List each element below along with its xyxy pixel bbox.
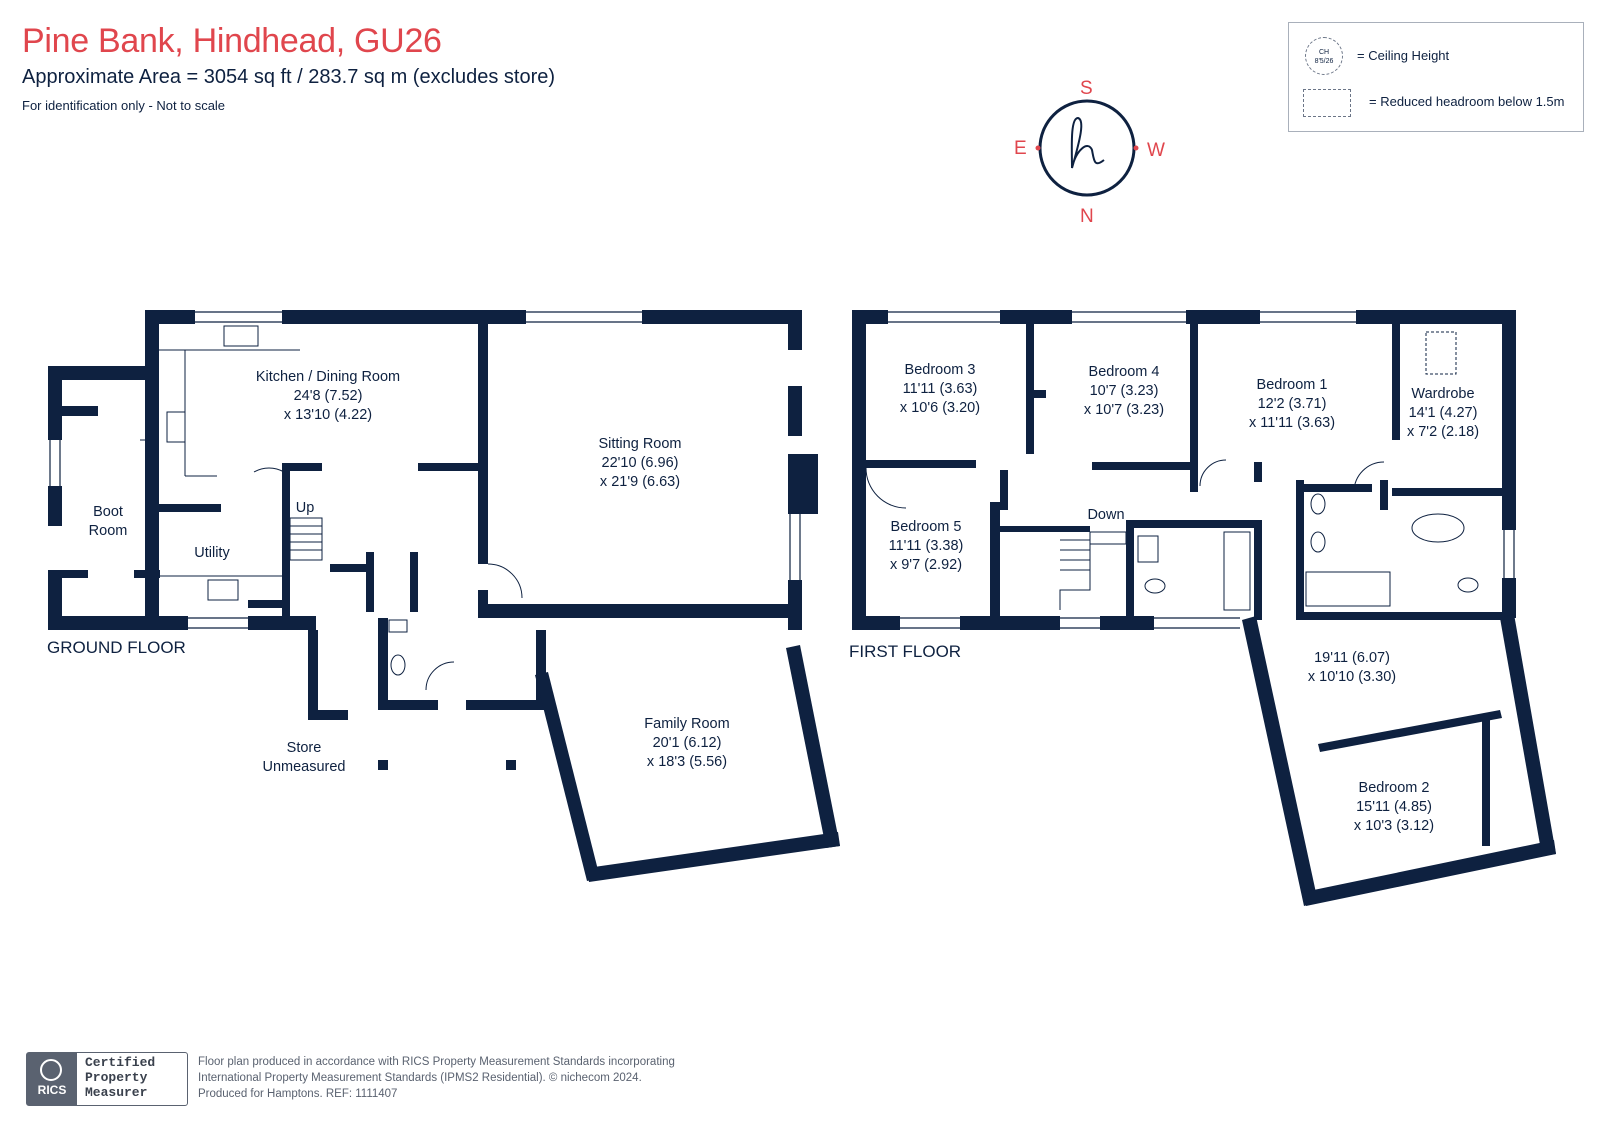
rics-mark-icon: [40, 1059, 62, 1081]
first-floor-windows: [888, 311, 1515, 629]
bedroom2-name: Bedroom 2: [1359, 780, 1430, 796]
compass-logo-h: [1070, 116, 1105, 169]
store-note: Unmeasured: [262, 759, 345, 775]
kitchen-dim-1: 24'8 (7.52): [294, 388, 363, 404]
first-floor-labels: FIRST FLOOR Bedroom 3 11'11 (3.63) x 10'…: [849, 362, 1479, 834]
wardrobe-dim-2: x 7'2 (2.18): [1407, 424, 1479, 440]
approximate-area: Approximate Area = 3054 sq ft / 283.7 sq…: [22, 66, 556, 88]
bedroom5-dim-1: 11'11 (3.38): [889, 538, 964, 554]
rics-certified-badge: RICS Certified Property Measurer: [26, 1052, 188, 1106]
family-room-name: Family Room: [644, 716, 729, 732]
bedroom4-name: Bedroom 4: [1089, 364, 1160, 380]
footer-line-3: Produced for Hamptons. REF: 1111407: [198, 1088, 398, 1100]
landing-dim-1: 19'11 (6.07): [1314, 650, 1390, 666]
kitchen-dim-2: x 13'10 (4.22): [284, 407, 372, 423]
stairs-up-label: Up: [296, 500, 315, 516]
sitting-dim-1: 22'10 (6.96): [602, 455, 679, 471]
bedroom3-dim-2: x 10'6 (3.20): [900, 400, 980, 416]
ground-floor-fixtures: [140, 325, 523, 691]
bedroom4-dim-2: x 10'7 (3.23): [1084, 402, 1164, 418]
compass-n: N: [1080, 206, 1094, 227]
compass: S E W N: [1014, 78, 1165, 227]
store-name: Store: [287, 740, 322, 756]
ceiling-height-label: = Ceiling Height: [1357, 48, 1450, 63]
footer-line-2: International Property Measurement Stand…: [198, 1072, 642, 1084]
family-room-dim-2: x 18'3 (5.56): [647, 754, 727, 770]
scale-note: For identification only - Not to scale: [22, 98, 226, 113]
bedroom3-name: Bedroom 3: [905, 362, 976, 378]
compass-w: W: [1147, 140, 1165, 161]
bedroom5-name: Bedroom 5: [891, 519, 962, 535]
boot-room-name-2: Room: [89, 523, 128, 539]
footer-line-1: Floor plan produced in accordance with R…: [198, 1056, 675, 1068]
stairs-down-label: Down: [1087, 507, 1124, 523]
bedroom1-dim-1: 12'2 (3.71): [1258, 396, 1327, 412]
bedroom2-dim-2: x 10'3 (3.12): [1354, 818, 1434, 834]
landing-dim-2: x 10'10 (3.30): [1308, 669, 1396, 685]
kitchen-name: Kitchen / Dining Room: [256, 369, 400, 385]
ground-floor-labels: GROUND FLOOR Kitchen / Dining Room 24'8 …: [47, 369, 730, 775]
family-room-dim-1: 20'1 (6.12): [653, 735, 722, 751]
compass-ring: [1038, 99, 1136, 197]
first-floor-fixtures: [865, 331, 1479, 611]
reduced-headroom-label: = Reduced headroom below 1.5m: [1369, 94, 1565, 109]
bedroom4-dim-1: 10'7 (3.23): [1090, 383, 1159, 399]
ground-floor-label: GROUND FLOOR: [47, 638, 186, 657]
property-title: Pine Bank, Hindhead, GU26: [22, 22, 442, 60]
boot-room-name-1: Boot: [93, 504, 123, 520]
ground-floor-walls: [48, 310, 840, 882]
ceiling-height-symbol: CH 8'5/26: [1305, 37, 1343, 75]
legend: CH 8'5/26 = Ceiling Height = Reduced hea…: [1288, 22, 1584, 132]
first-floor-label: FIRST FLOOR: [849, 642, 961, 661]
bedroom1-dim-2: x 11'11 (3.63): [1249, 415, 1335, 431]
compass-s: S: [1080, 78, 1093, 99]
certified-property-measurer-text: Certified Property Measurer: [85, 1055, 156, 1100]
sitting-name: Sitting Room: [598, 436, 681, 452]
bedroom3-dim-1: 11'11 (3.63): [903, 381, 978, 397]
first-floor-walls: [852, 310, 1556, 906]
rics-logo: RICS: [27, 1053, 77, 1105]
compass-e: E: [1014, 138, 1027, 159]
bedroom5-dim-2: x 9'7 (2.92): [890, 557, 962, 573]
sitting-dim-2: x 21'9 (6.63): [600, 474, 680, 490]
wardrobe-dim-1: 14'1 (4.27): [1409, 405, 1478, 421]
footer-disclaimer: Floor plan produced in accordance with R…: [198, 1054, 675, 1102]
ground-floor-windows: [49, 311, 801, 629]
bedroom1-name: Bedroom 1: [1257, 377, 1328, 393]
bedroom2-dim-1: 15'11 (4.85): [1356, 799, 1432, 815]
utility-name: Utility: [194, 545, 230, 561]
reduced-headroom-symbol: [1303, 89, 1351, 117]
wardrobe-name: Wardrobe: [1411, 386, 1474, 402]
